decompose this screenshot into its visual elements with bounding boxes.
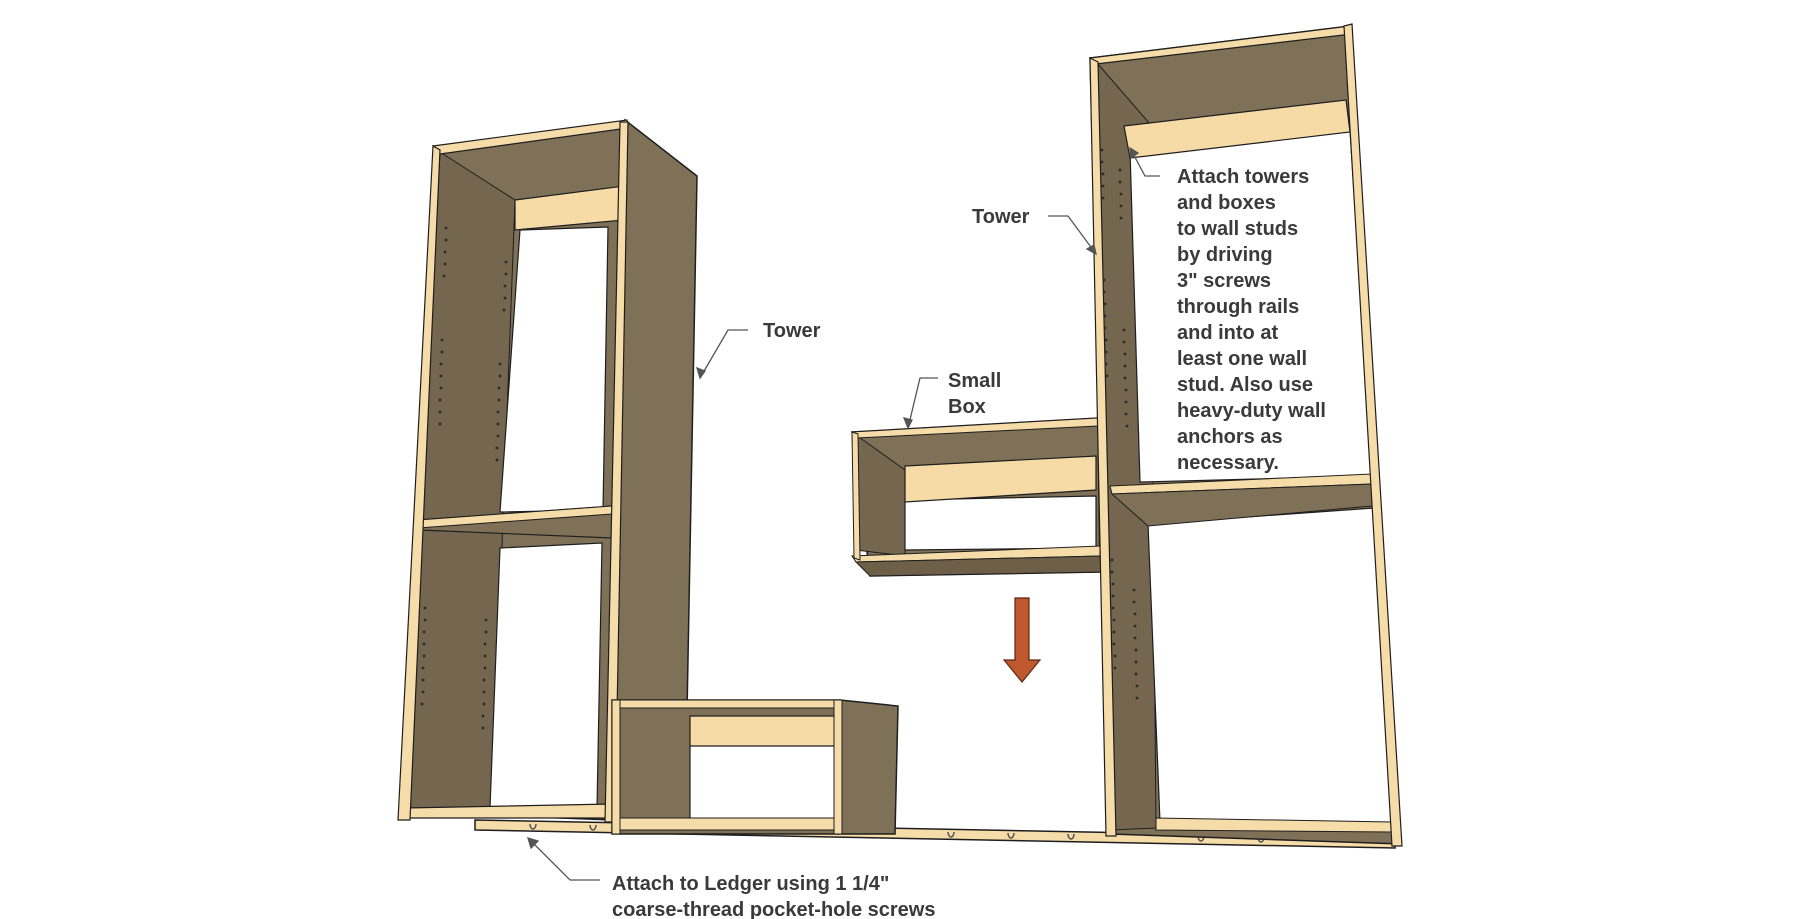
- leader-tower-left: [699, 329, 748, 379]
- bottom-small-box: [611, 699, 899, 835]
- leader-small-box: [907, 377, 938, 429]
- leader-stud-note: [1129, 147, 1160, 177]
- leader-tower-right: [1048, 215, 1097, 255]
- right-tower: [1088, 23, 1403, 847]
- small-box-label: Small Box: [948, 370, 1007, 418]
- tower-right-label: Tower: [972, 206, 1030, 228]
- ledger-note: Attach to Ledger using 1 1/4" coarse-thr…: [612, 873, 935, 919]
- down-arrow-icon: [1002, 597, 1042, 683]
- stud-attachment-note: Attach towers and boxes to wall studs by…: [1177, 166, 1332, 474]
- leader-lines: [527, 146, 1160, 881]
- leader-ledger: [527, 837, 600, 881]
- upper-small-box: [851, 417, 1103, 577]
- left-tower: [397, 118, 698, 823]
- tower-left-label: Tower: [763, 320, 821, 342]
